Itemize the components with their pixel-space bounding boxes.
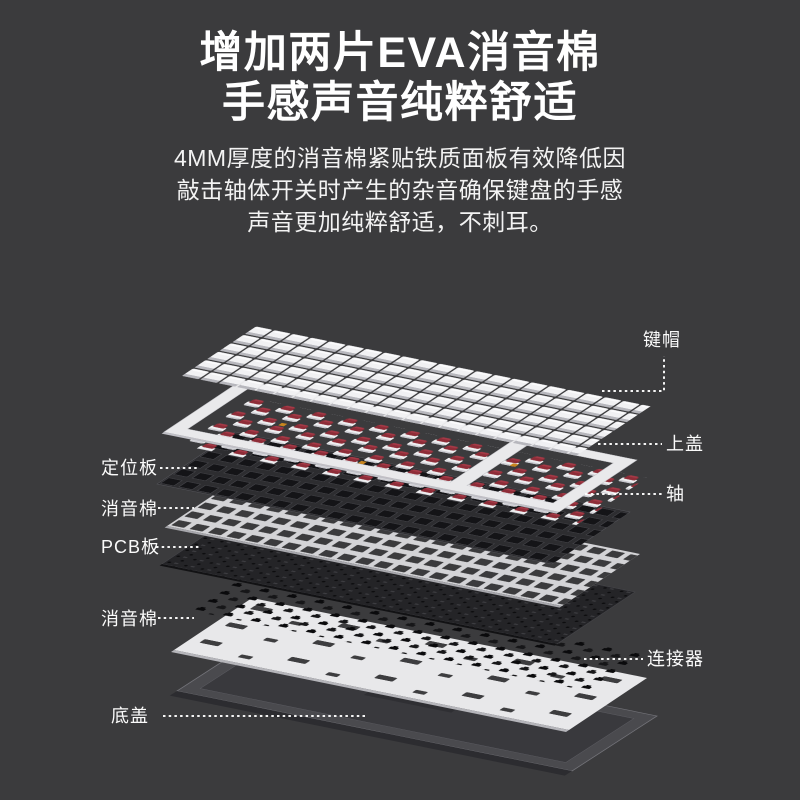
page-title: 增加两片EVA消音棉 手感声音纯粹舒适 — [0, 28, 800, 128]
description-line-3: 声音更加纯粹舒适，不刺耳。 — [247, 209, 553, 235]
header: 增加两片EVA消音棉 手感声音纯粹舒适 4MM厚度的消音棉紧贴铁质面板有效降低因… — [0, 28, 800, 238]
description-line-1: 4MM厚度的消音棉紧贴铁质面板有效降低因 — [173, 145, 627, 171]
layer-connectors — [191, 574, 642, 691]
label-top-cover: 上盖 — [666, 434, 704, 454]
label-foam-top: 消音棉 — [101, 499, 158, 519]
description: 4MM厚度的消音棉紧贴铁质面板有效降低因 敲击轴体开关时产生的杂音确保键盘的手感… — [0, 142, 800, 238]
title-line-2: 手感声音纯粹舒适 — [222, 79, 578, 127]
leader-keycaps — [602, 356, 665, 392]
label-pcb: PCB板 — [101, 537, 161, 557]
label-switch: 轴 — [666, 484, 685, 504]
label-plate: 定位板 — [101, 458, 158, 478]
description-line-2: 敲击轴体开关时产生的杂音确保键盘的手感 — [176, 177, 624, 203]
label-foam-bottom: 消音棉 — [101, 609, 158, 629]
label-keycaps: 键帽 — [643, 330, 681, 350]
label-connector: 连接器 — [647, 649, 704, 669]
layer-keycaps — [180, 326, 651, 457]
title-line-1: 增加两片EVA消音棉 — [199, 29, 601, 77]
label-bottom-cover: 底盖 — [111, 706, 149, 726]
